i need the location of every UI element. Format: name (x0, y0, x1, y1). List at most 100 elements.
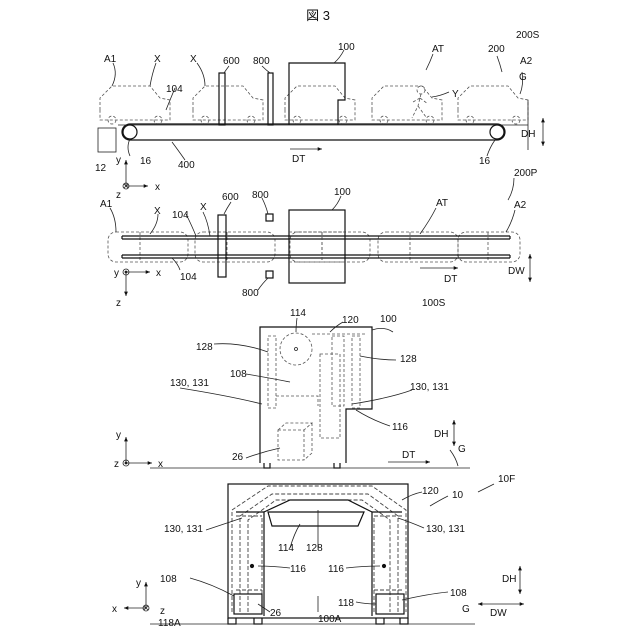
label-104: 104 (166, 84, 183, 95)
label-104: 104 (172, 210, 189, 221)
axis-x: x (156, 268, 161, 279)
axis-z: z (116, 190, 121, 201)
coordinate-axes (123, 269, 150, 296)
label-A1: A1 (100, 199, 113, 210)
axis-x: x (155, 182, 160, 193)
label-116: 116 (392, 422, 408, 433)
car-outline (458, 86, 528, 124)
label-AT: AT (432, 44, 444, 55)
axis-x: x (112, 604, 117, 615)
axis-y: y (136, 578, 141, 589)
axis-z: z (116, 298, 121, 309)
part-26-side (278, 423, 312, 460)
coordinate-axes (123, 437, 152, 466)
label-DW: DW (508, 266, 525, 277)
rails-104 (122, 236, 510, 258)
label-108: 108 (160, 574, 177, 585)
label-100A: 100A (318, 614, 342, 625)
label-100S: 100S (422, 298, 446, 309)
internal-dashed-parts (268, 334, 366, 438)
axis-y: y (116, 430, 121, 441)
circle-114 (280, 333, 312, 365)
label-16: 16 (140, 156, 152, 167)
label-X: X (154, 54, 161, 65)
label-104: 104 (180, 272, 197, 283)
box-12 (98, 128, 116, 152)
label-800: 800 (253, 56, 270, 67)
post-600-plan (218, 215, 226, 277)
conveyor-400 (122, 124, 505, 140)
post-600 (219, 73, 225, 125)
panel-apparatus-side: 100S 114 120 100 128 128 108 130, 131 13… (114, 298, 470, 470)
label-116: 116 (290, 564, 306, 575)
label-DT: DT (292, 154, 305, 165)
label-130-131: 130, 131 (410, 382, 449, 393)
label-DW: DW (490, 608, 507, 619)
label-Y: Y (452, 89, 459, 100)
label-DT: DT (402, 450, 415, 461)
post-800-plan (266, 271, 273, 278)
axis-z: z (114, 459, 119, 470)
label-G: G (519, 72, 527, 83)
label-DT: DT (444, 274, 457, 285)
label-G: G (462, 604, 470, 615)
label-X: X (190, 54, 197, 65)
label-12: 12 (95, 163, 107, 174)
label-10F: 10F (498, 474, 515, 485)
label-114: 114 (290, 308, 306, 319)
support-feet (264, 463, 340, 468)
label-100: 100 (334, 187, 351, 198)
label-100: 100 (380, 314, 397, 325)
car-outline (100, 86, 170, 124)
label-130-131: 130, 131 (426, 524, 465, 535)
apparatus-100-body (260, 327, 372, 463)
parts-26-118 (234, 565, 404, 615)
label-10: 10 (452, 490, 464, 501)
label-X: X (154, 206, 161, 217)
label-200P: 200P (514, 168, 538, 179)
label-118A: 118A (158, 618, 181, 629)
label-G: G (458, 444, 466, 455)
label-DH: DH (434, 429, 448, 440)
label-DH: DH (502, 574, 516, 585)
label-26: 26 (270, 608, 282, 619)
leader-lines (112, 50, 523, 160)
label-128: 128 (306, 543, 323, 554)
figure-title: 図 3 (306, 8, 330, 23)
gantry-solid (236, 500, 402, 616)
post-800 (268, 73, 273, 125)
label-400: 400 (178, 160, 195, 171)
label-800: 800 (252, 190, 269, 201)
axis-z: z (160, 606, 165, 617)
label-16: 16 (479, 156, 491, 167)
label-130-131: 130, 131 (164, 524, 203, 535)
label-800: 800 (242, 288, 259, 299)
panel-plan-view: 200P A1 X 104 X 600 800 100 AT A2 104 DT… (100, 168, 538, 309)
label-X: X (200, 202, 207, 213)
label-108: 108 (450, 588, 467, 599)
label-200S: 200S (516, 30, 540, 41)
axis-x: x (158, 459, 163, 470)
label-AT: AT (436, 198, 448, 209)
label-DH: DH (521, 129, 535, 140)
car-outline (372, 86, 442, 124)
label-600: 600 (223, 56, 240, 67)
label-100: 100 (338, 42, 355, 53)
label-116: 116 (328, 564, 344, 575)
label-108: 108 (230, 369, 247, 380)
axis-y: y (114, 268, 119, 279)
label-120: 120 (422, 486, 439, 497)
label-114: 114 (278, 543, 294, 554)
car-outline (193, 86, 263, 124)
label-128: 128 (196, 342, 213, 353)
label-118: 118 (338, 598, 354, 609)
label-A1: A1 (104, 54, 117, 65)
axis-y: y (116, 155, 121, 166)
label-130-131: 130, 131 (170, 378, 209, 389)
leader-lines (190, 484, 494, 612)
post-800-plan (266, 214, 273, 221)
label-26: 26 (232, 452, 244, 463)
label-200: 200 (488, 44, 505, 55)
label-A2: A2 (514, 200, 527, 211)
